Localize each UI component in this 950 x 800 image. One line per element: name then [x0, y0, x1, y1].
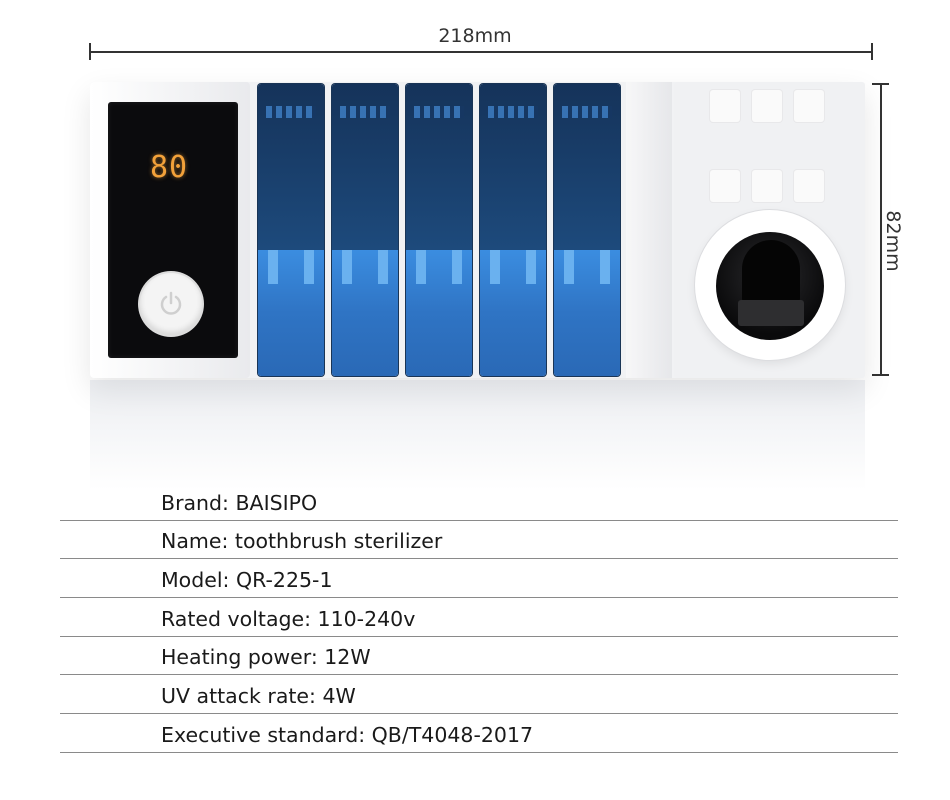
- power-icon: [160, 291, 182, 315]
- slot-clip: [268, 250, 278, 284]
- slot-clip: [526, 250, 536, 284]
- slot-vent-grille: [414, 106, 464, 118]
- slot-clip: [378, 250, 388, 284]
- spec-text: Model: QR-225-1: [161, 568, 333, 593]
- device-reflection: [90, 380, 865, 490]
- dispenser-tile: [794, 170, 824, 202]
- specification-list: Brand: BAISIPO Name: toothbrush steriliz…: [60, 482, 898, 753]
- toothbrush-slot-5: [554, 84, 620, 376]
- width-dimension-tick-right: [871, 43, 873, 60]
- width-dimension-label: 218mm: [438, 25, 512, 47]
- spec-row-model: Model: QR-225-1: [60, 559, 898, 599]
- dispenser-tile: [752, 170, 782, 202]
- height-dimension-line: [880, 84, 882, 374]
- toothbrush-slot-3: [406, 84, 472, 376]
- slot-clip: [416, 250, 426, 284]
- slot-vent-grille: [266, 106, 316, 118]
- spec-text: Heating power: 12W: [161, 645, 371, 670]
- dispenser-tile: [710, 90, 740, 122]
- spec-row-uv-rate: UV attack rate: 4W: [60, 675, 898, 715]
- toothpaste-nozzle-base: [738, 300, 804, 326]
- toothbrush-slot-2: [332, 84, 398, 376]
- spec-row-name: Name: toothbrush sterilizer: [60, 521, 898, 560]
- spec-text: Brand: BAISIPO: [161, 490, 318, 515]
- slot-clip: [600, 250, 610, 284]
- slot-clip: [564, 250, 574, 284]
- spec-text: Executive standard: QB/T4048-2017: [161, 722, 534, 747]
- divider-panel: [626, 82, 672, 378]
- dispenser-tile: [710, 170, 740, 202]
- toothbrush-slot-4: [480, 84, 546, 376]
- height-dimension-label: 82mm: [882, 210, 904, 272]
- slot-clip: [342, 250, 352, 284]
- toothbrush-slot-1: [258, 84, 324, 376]
- toothpaste-nozzle: [742, 240, 800, 304]
- height-dimension-tick-bottom: [872, 374, 889, 376]
- slot-vent-grille: [562, 106, 612, 118]
- spec-text: Name: toothbrush sterilizer: [161, 529, 443, 554]
- dispenser-tile: [752, 90, 782, 122]
- slot-clip: [304, 250, 314, 284]
- power-button[interactable]: [140, 273, 202, 335]
- spec-row-rated-voltage: Rated voltage: 110-240v: [60, 598, 898, 637]
- height-dimension-tick-top: [872, 83, 889, 85]
- spec-row-heating-power: Heating power: 12W: [60, 637, 898, 676]
- spec-row-executive-standard: Executive standard: QB/T4048-2017: [60, 714, 898, 753]
- slot-clip: [452, 250, 462, 284]
- spec-text: UV attack rate: 4W: [161, 684, 356, 709]
- slot-clip: [490, 250, 500, 284]
- temperature-readout: 80: [150, 150, 189, 185]
- width-dimension-tick-left: [89, 43, 91, 60]
- spec-text: Rated voltage: 110-240v: [161, 606, 416, 631]
- width-dimension-line: [90, 51, 872, 53]
- slot-vent-grille: [340, 106, 390, 118]
- spec-row-brand: Brand: BAISIPO: [60, 482, 898, 521]
- dispenser-tile: [794, 90, 824, 122]
- slot-vent-grille: [488, 106, 538, 118]
